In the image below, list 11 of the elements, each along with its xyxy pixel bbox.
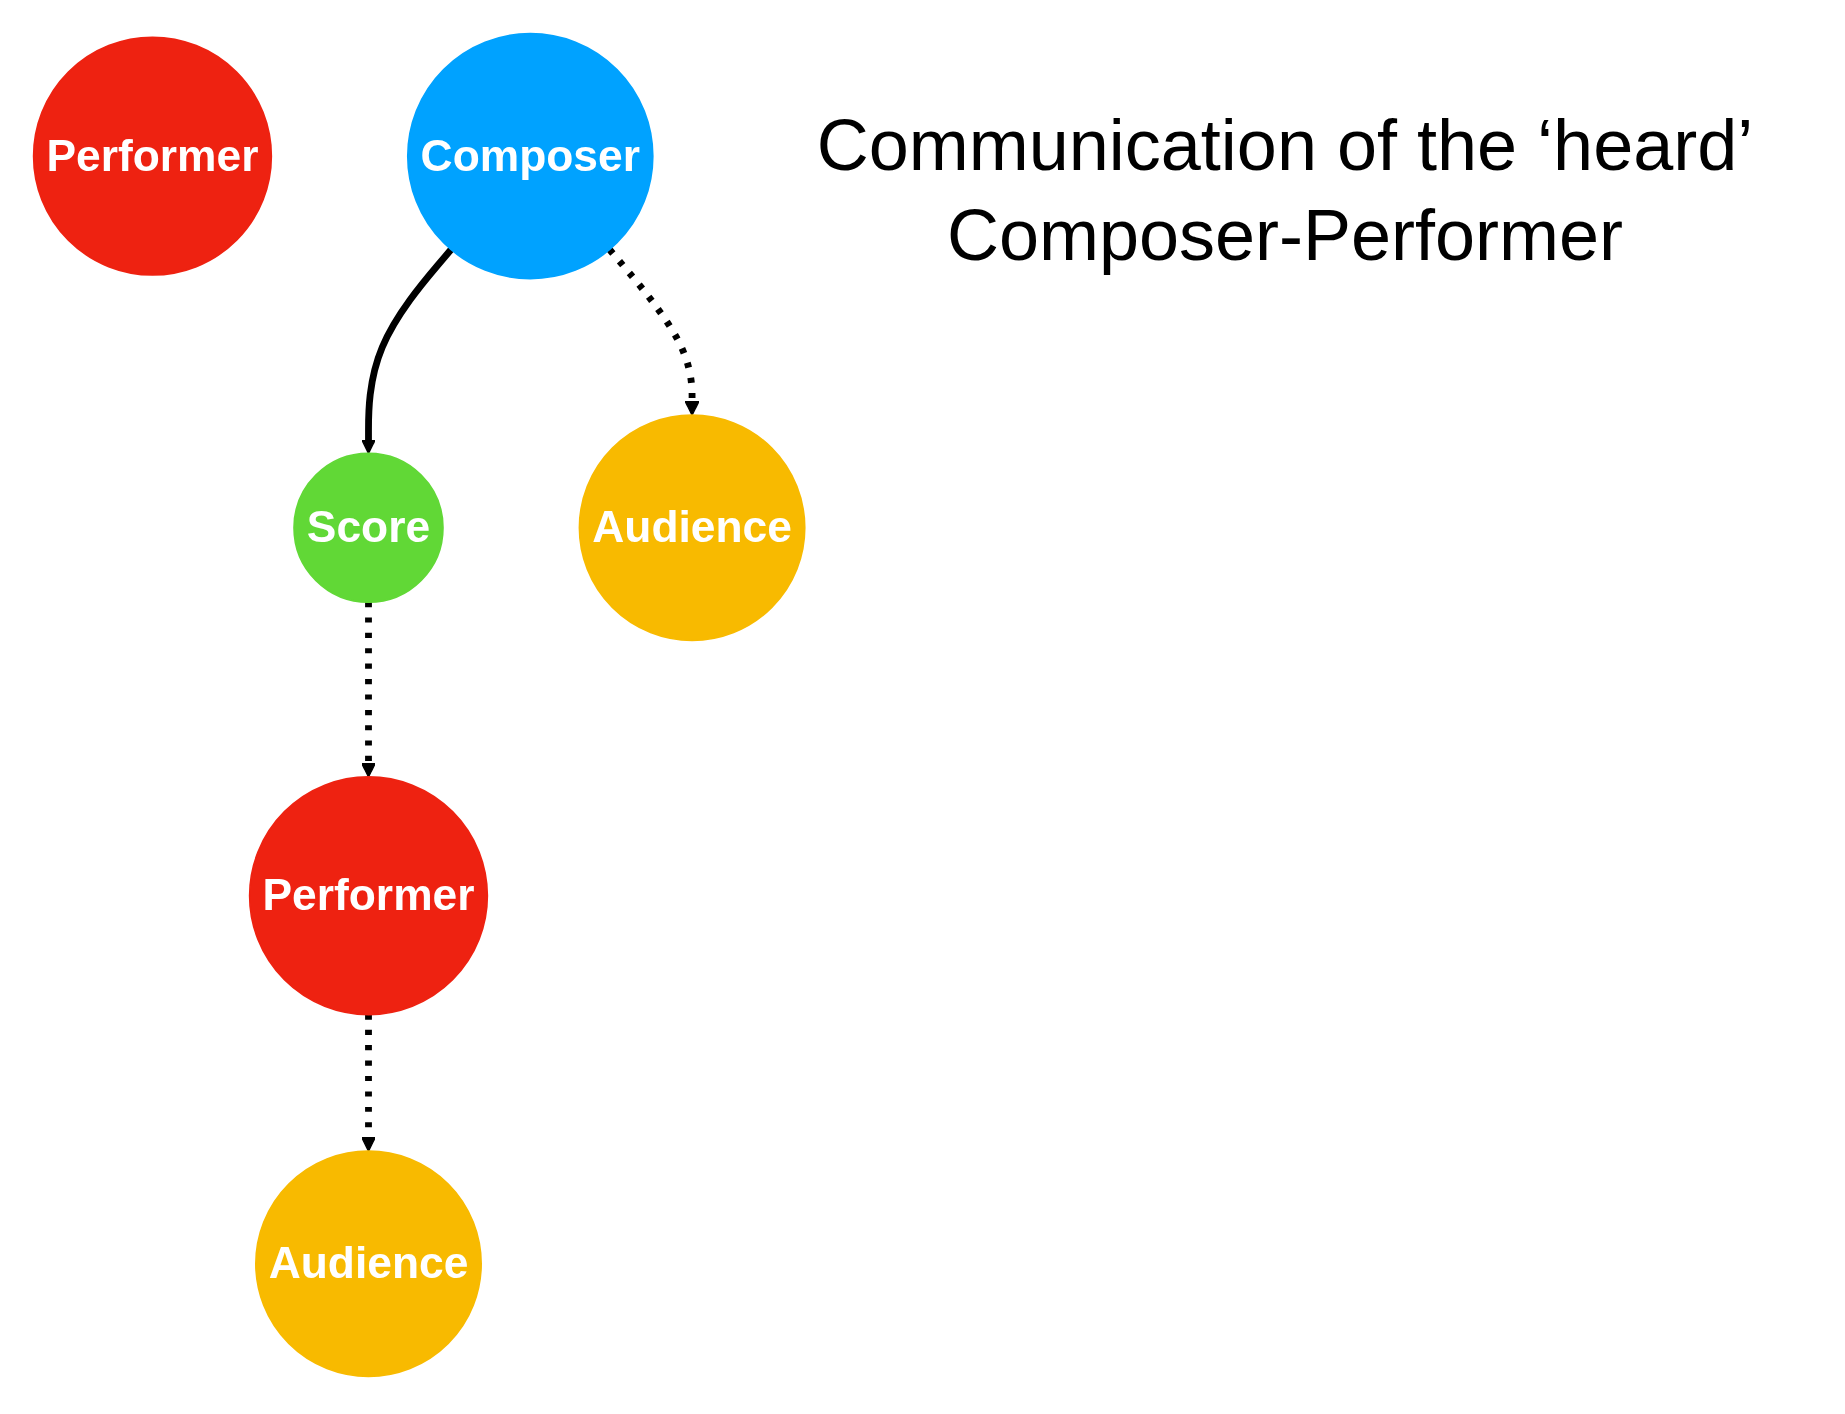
diagram-title: Communication of the ‘heard’ Composer-Performer	[815, 104, 1755, 277]
node-circle: Score	[293, 452, 444, 604]
arrow	[361, 1014, 376, 1152]
node-circle: Audience	[578, 414, 806, 642]
node-circle: Performer	[248, 776, 489, 1016]
arrow	[361, 247, 454, 454]
arrow	[361, 602, 376, 778]
node-circle: Composer	[406, 32, 654, 280]
node-circle: Audience	[255, 1150, 482, 1378]
arrow	[606, 247, 700, 416]
node-circle: Performer	[32, 36, 273, 276]
